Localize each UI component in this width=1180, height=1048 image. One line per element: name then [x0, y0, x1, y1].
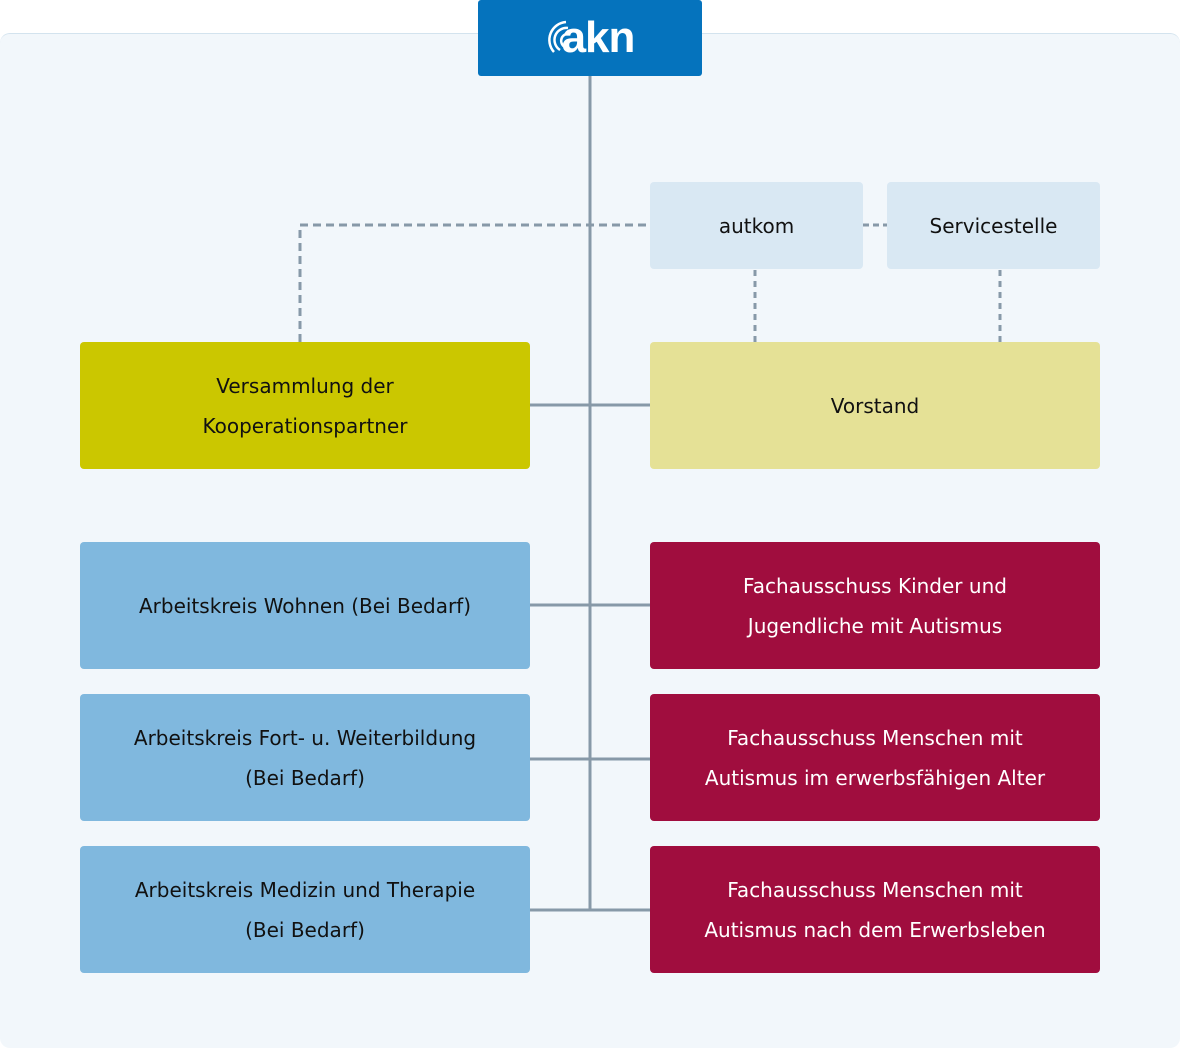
signal-waves-icon	[547, 20, 570, 53]
node-working-group-training[interactable]: Arbeitskreis Fort- u. Weiterbildung (Bei…	[80, 694, 530, 821]
node-autkom[interactable]: autkom	[650, 182, 863, 269]
node-label-line: Arbeitskreis Wohnen (Bei Bedarf)	[138, 593, 472, 618]
node-board[interactable]: Vorstand	[650, 342, 1100, 469]
node-label-line: Fachausschuss Menschen mit	[727, 725, 1023, 750]
node-committee-working-age[interactable]: Fachausschuss Menschen mit Autismus im e…	[650, 694, 1100, 821]
node-label-line: Autismus nach dem Erwerbsleben	[704, 917, 1046, 942]
node-label-line: Autismus im erwerbsfähigen Alter	[704, 765, 1046, 790]
node-label-line: (Bei Bedarf)	[245, 917, 365, 942]
node-label-line: (Bei Bedarf)	[245, 765, 365, 790]
node-label-line: Vorstand	[830, 393, 920, 418]
node-label-line: Jugendliche mit Autismus	[747, 613, 1003, 638]
node-label-line: Arbeitskreis Fort- u. Weiterbildung	[133, 725, 477, 750]
node-label: Servicestelle	[929, 213, 1058, 238]
node-label-line: Versammlung der	[216, 373, 394, 398]
node-label: autkom	[718, 213, 795, 238]
node-working-group-medicine[interactable]: Arbeitskreis Medizin und Therapie (Bei B…	[80, 846, 530, 973]
node-working-group-housing[interactable]: Arbeitskreis Wohnen (Bei Bedarf)	[80, 542, 530, 669]
node-committee-retirement[interactable]: Fachausschuss Menschen mit Autismus nach…	[650, 846, 1100, 973]
dashed-link-assembly-autkom	[298, 223, 650, 342]
logo-text: akn	[561, 13, 636, 62]
node-committee-children[interactable]: Fachausschuss Kinder und Jugendliche mit…	[650, 542, 1100, 669]
node-label-line: Fachausschuss Kinder und	[743, 573, 1007, 598]
node-assembly[interactable]: Versammlung der Kooperationspartner	[80, 342, 530, 469]
node-servicestelle[interactable]: Servicestelle	[887, 182, 1100, 269]
akn-logo: akn	[478, 0, 702, 76]
node-label-line: Kooperationspartner	[202, 413, 408, 438]
node-label-line: Arbeitskreis Medizin und Therapie	[134, 877, 476, 902]
node-label-line: Fachausschuss Menschen mit	[727, 877, 1023, 902]
